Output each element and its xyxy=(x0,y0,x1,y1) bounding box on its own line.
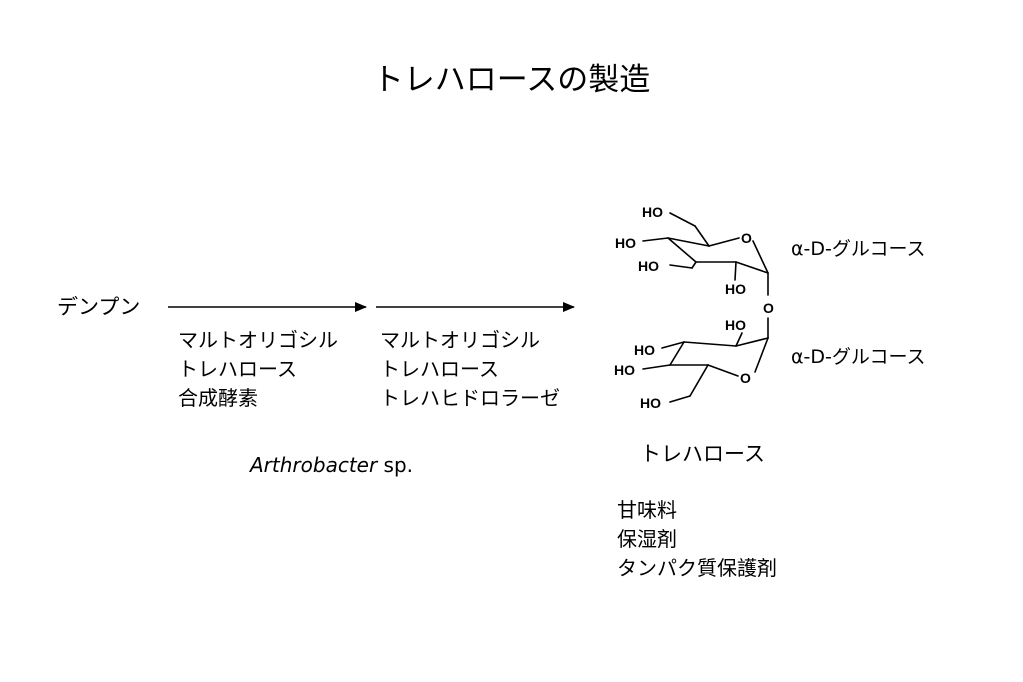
atom-ring-o-bottom: O xyxy=(740,370,751,386)
product-name: トレハロース xyxy=(640,442,765,466)
atom-glycosidic-o: O xyxy=(763,300,774,316)
atom-ho-8: HO xyxy=(640,395,661,411)
use-item-2: 保湿剤 xyxy=(617,527,677,551)
enzyme-2-line-2: トレハロース xyxy=(380,357,499,381)
atom-ring-o-top: O xyxy=(741,230,752,246)
slide-title: トレハロースの製造 xyxy=(372,62,651,98)
atom-ho-7: HO xyxy=(614,362,635,378)
atom-ho-3: HO xyxy=(638,258,659,274)
enzyme-1-line-1: マルトオリゴシル xyxy=(178,328,338,352)
atom-ho-4: HO xyxy=(725,281,746,297)
atom-ho-6: HO xyxy=(634,342,655,358)
organism-label: Arthrobacter sp. xyxy=(250,455,413,475)
glucose-ring-top xyxy=(642,212,769,296)
enzyme-2-line-3: トレハヒドロラーゼ xyxy=(380,386,560,410)
atom-ho-5: HO xyxy=(725,317,746,333)
enzyme-2-line-1: マルトオリゴシル xyxy=(380,328,540,352)
enzyme-1-label: マルトオリゴシル トレハロース 合成酵素 xyxy=(178,326,338,413)
enzyme-1-line-3: 合成酵素 xyxy=(178,386,258,410)
substrate-label: デンプン xyxy=(57,295,141,319)
use-item-1: 甘味料 xyxy=(617,498,677,522)
use-item-3: タンパク質保護剤 xyxy=(617,556,777,580)
enzyme-1-line-2: トレハロース xyxy=(178,357,297,381)
glucose-label-top: α-D-グルコース xyxy=(791,238,926,260)
atom-ho-2: HO xyxy=(615,235,636,251)
atom-ho-1: HO xyxy=(642,204,663,220)
organism-genus: Arthrobacter xyxy=(250,453,378,477)
glucose-label-bottom: α-D-グルコース xyxy=(791,346,926,368)
uses-list: 甘味料 保湿剤 タンパク質保護剤 xyxy=(617,496,777,583)
organism-suffix: sp. xyxy=(377,453,414,477)
glucose-ring-bottom xyxy=(642,317,769,403)
enzyme-2-label: マルトオリゴシル トレハロース トレハヒドロラーゼ xyxy=(380,326,560,413)
